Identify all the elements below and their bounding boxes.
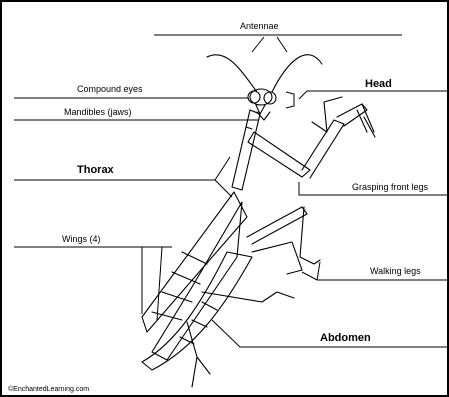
copyright-text: ©EnchantedLearning.com [8,386,89,393]
head-bracket [286,92,294,108]
thorax-leader [14,157,232,197]
label-abdomen: Abdomen [320,332,371,344]
head-leader [299,91,447,99]
label-head: Head [365,78,392,90]
label-walking-legs: Walking legs [370,266,421,276]
label-thorax: Thorax [77,164,114,176]
antenna-left [207,55,257,92]
label-antennae: Antennae [240,21,279,31]
walking-leg-rear [187,322,210,387]
abdomen-shape [142,252,252,370]
walking-leg-hind [202,292,294,302]
label-wings: Wings (4) [62,234,101,244]
front-leg-segment [248,132,310,177]
thorax-shape [232,110,260,190]
label-compound-eyes: Compound eyes [77,84,143,94]
walking-leg-mid [252,242,302,274]
antenna-right [272,55,322,92]
label-grasping-front-legs: Grasping front legs [352,182,428,192]
walking-leg-front [247,207,307,244]
label-mandibles: Mandibles (jaws) [64,107,132,117]
